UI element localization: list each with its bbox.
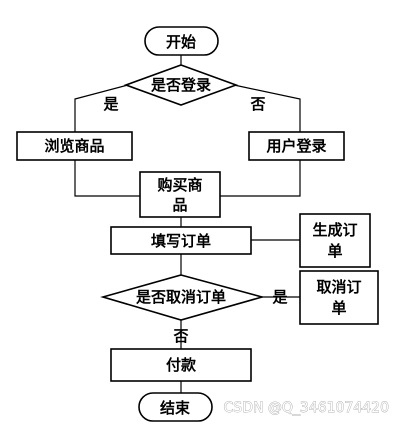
generate-order-box: 生成订 单 <box>299 213 371 268</box>
cancel-order-label-line1: 取消订 <box>316 278 361 296</box>
buy-product-label-line2: 品 <box>172 196 187 214</box>
cancel-no-label: 否 <box>172 327 188 345</box>
watermark-text: CSDN @Q_3461074420 <box>224 400 389 416</box>
cancel-order-label-line2: 单 <box>331 299 346 317</box>
browse-products-label: 浏览商品 <box>44 137 104 155</box>
fill-order-box: 填写订单 <box>110 226 252 255</box>
browse-products-box: 浏览商品 <box>16 131 133 161</box>
cancel-yes-label: 是 <box>271 288 288 306</box>
login-yes-label: 是 <box>102 95 119 113</box>
edge-login-no-branch <box>233 84 301 132</box>
cancel-order-box: 取消订 单 <box>299 270 379 325</box>
fill-order-label: 填写订单 <box>151 232 211 250</box>
pay-box: 付款 <box>110 348 252 382</box>
user-login-label: 用户登录 <box>266 137 326 155</box>
login-no-label: 否 <box>249 95 265 113</box>
edge-login-yes-branch <box>74 84 129 132</box>
start-label: 开始 <box>166 33 196 51</box>
cancel-question-label: 是否取消订单 <box>135 288 226 306</box>
generate-order-label-line1: 生成订 <box>312 221 357 239</box>
end-terminal: 结束 <box>138 392 213 422</box>
buy-product-label-line1: 购买商 <box>157 176 202 194</box>
login-decision: 是否登录 <box>123 64 239 106</box>
start-terminal: 开始 <box>144 26 219 56</box>
pay-label: 付款 <box>166 356 197 374</box>
login-question-label: 是否登录 <box>150 76 211 94</box>
generate-order-label-line2: 单 <box>327 242 342 260</box>
cancel-order-decision: 是否取消订单 <box>100 274 265 321</box>
buy-product-box: 购买商 品 <box>139 171 221 218</box>
user-login-box: 用户登录 <box>248 131 345 161</box>
edge-browse-to-buy <box>74 160 140 197</box>
end-label: 结束 <box>160 399 191 417</box>
edge-login-to-buy <box>220 160 301 197</box>
